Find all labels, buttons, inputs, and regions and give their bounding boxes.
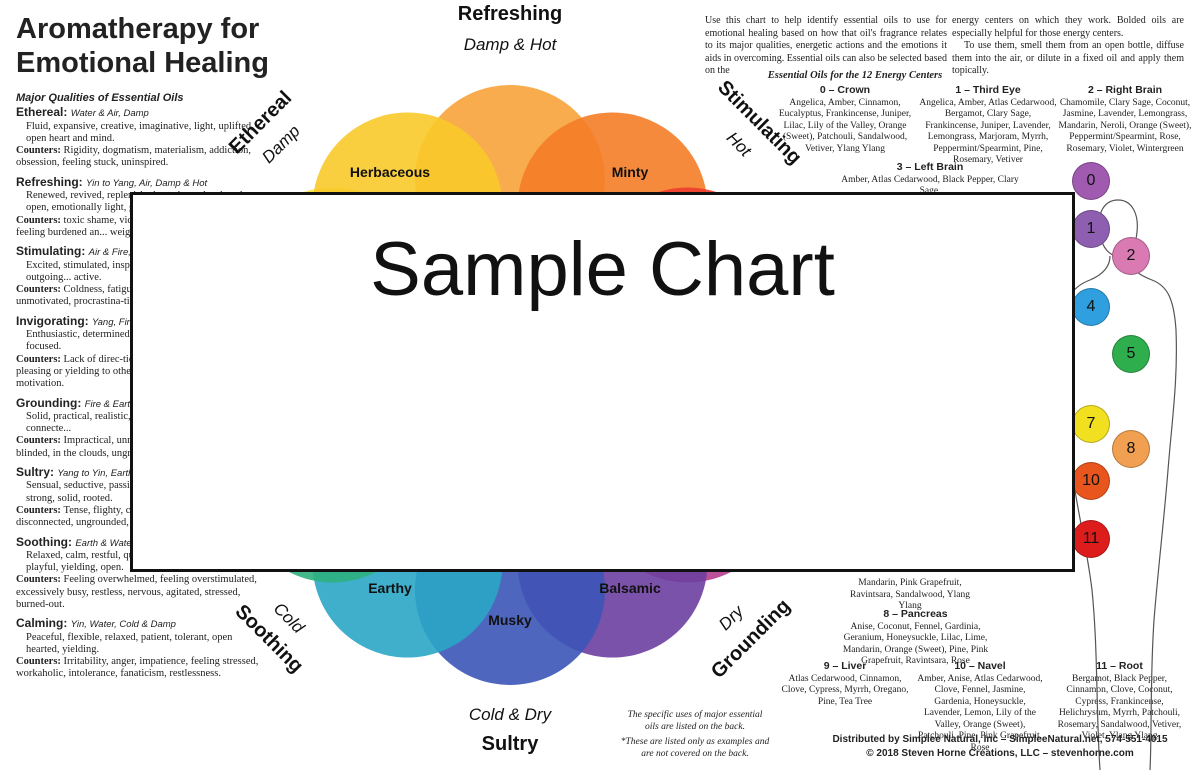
quality-description: Excited, stimulated, inspire... motivate… <box>26 259 233 283</box>
wheel-quality-label: Cold & Dry <box>469 705 553 724</box>
wheel-outer-label: Sultry <box>482 733 540 755</box>
wheel-quality-label: Hot <box>723 128 756 161</box>
quality-name: Soothing: <box>16 534 76 549</box>
energy-center-circle: 7 <box>1072 405 1110 443</box>
counters-label: Counters: <box>16 574 64 586</box>
note-2: *These are listed only as examples and a… <box>620 737 770 759</box>
center-3-oils: Amber, Atlas Cedarwood, Black Pepper, Cl… <box>841 174 1019 197</box>
quality-name: Ethereal: <box>16 105 71 120</box>
energy-center-circle: 11 <box>1072 520 1110 558</box>
quality-subtitle: Yang to Yin, Earth, Dry &... <box>57 468 171 480</box>
quality-description: Fluid, expansive, creative, imaginative,… <box>26 120 254 144</box>
quality-subtitle: Air & Fire, Hot <box>88 247 149 259</box>
counters-label: Counters: <box>16 284 64 296</box>
sample-overlay-text: Sample Chart <box>370 227 835 312</box>
quality-name: Grounding: <box>16 395 85 410</box>
wheel-petal-label: Minty <box>612 164 649 180</box>
quality-name: Stimulating: <box>16 244 89 259</box>
center-10: 10 – Navel Amber, Anise, Atlas Cedarwood… <box>915 660 1045 754</box>
energy-center-circle: 4 <box>1072 288 1110 326</box>
center-1: 1 – Third Eye Angelica, Amber, Atlas Ced… <box>918 84 1058 167</box>
center-11-oils: Bergamot, Black Pepper, Cinnamon, Clove,… <box>1057 673 1182 742</box>
intro-text-continued: energy centers on which they work. Bolde… <box>952 15 1184 78</box>
counters-label: Counters: <box>16 214 64 226</box>
center-1-oils: Angelica, Amber, Atlas Cedarwood, Bergam… <box>919 97 1057 166</box>
title-line-1: Aromatherapy for <box>16 13 260 45</box>
center-11: 11 – Root Bergamot, Black Pepper, Cinnam… <box>1052 660 1187 743</box>
center-7-partial: Mandarin, Pink Grapefruit, Ravintsara, S… <box>850 578 970 611</box>
intro-p2a: energy centers on which they work. Bolde… <box>952 15 1184 39</box>
center-8-heading: 8 – Pancreas <box>883 608 948 620</box>
quality-name: Invigorating: <box>16 313 92 328</box>
center-2-oils: Chamomile, Clary Sage, Coconut, Jasmine,… <box>1058 97 1192 154</box>
wheel-quality-label: Damp & Hot <box>464 35 558 54</box>
energy-center-circle: 5 <box>1112 335 1150 373</box>
center-10-heading: 10 – Navel <box>954 660 1006 672</box>
center-0-heading: 0 – Crown <box>819 84 871 96</box>
quality-subtitle: Yin to Yang, Air, Damp & Hot <box>86 177 208 189</box>
counters-text: Feeling overwhelmed, feeling overstimula… <box>16 574 257 610</box>
page-title: Aromatherapy for Emotional Healing <box>16 12 276 80</box>
quality-subtitle: Earth & Water, Cold <box>75 537 160 549</box>
intro-text: Use this chart to help identify essentia… <box>705 15 947 76</box>
energy-center-circle: 2 <box>1112 237 1150 275</box>
footer-line-1: Distributed by Simplee Natural, Inc – Si… <box>832 734 1168 745</box>
quality-subtitle: Fire & Earth, Dry <box>84 398 156 410</box>
center-11-heading: 11 – Root <box>1096 660 1143 672</box>
center-9-oils: Atlas Cedarwood, Cinnamon, Clove, Cypres… <box>781 673 909 707</box>
title-line-2: Emotional Healing <box>16 47 269 79</box>
center-3-heading: 3 – Left Brain <box>896 161 964 173</box>
counters-text: Irritability, anger, impatience, feeling… <box>16 656 259 680</box>
counters-label: Counters: <box>16 656 64 668</box>
energy-center-circle: 8 <box>1112 430 1150 468</box>
wheel-petal-label: Herbaceous <box>350 164 430 180</box>
center-9-heading: 9 – Liver <box>823 660 867 672</box>
counters-label: Counters: <box>16 145 64 157</box>
quality-subtitle: Water & Air, Damp <box>70 108 149 120</box>
center-8: 8 – Pancreas Anise, Coconut, Fennel, Gar… <box>838 608 993 668</box>
qualities-heading: Major Qualities of Essential Oils <box>16 92 184 104</box>
counters-label: Counters: <box>16 435 64 447</box>
wheel-quality-label: Dry <box>715 601 748 634</box>
note-1: The specific uses of major essential oil… <box>627 710 763 732</box>
footer-line-2: © 2018 Steven Horne Creations, LLC – ste… <box>866 748 1134 759</box>
footer: Distributed by Simplee Natural, Inc – Si… <box>820 733 1180 761</box>
quality-name: Refreshing: <box>16 174 87 189</box>
counters-text: Rigidity, dogmatism, materialism, addict… <box>16 145 251 169</box>
energy-center-circle: 1 <box>1072 210 1110 248</box>
quality-name: Calming: <box>16 616 71 631</box>
intro-p2b: To use them, smell them from an open bot… <box>952 40 1184 76</box>
center-0-oils: Angelica, Amber, Cinnamon, Eucalyptus, F… <box>778 97 912 154</box>
wheel-petal-label: Balsamic <box>599 580 661 596</box>
energy-center-circle: 10 <box>1072 462 1110 500</box>
sample-overlay-box <box>130 192 1075 572</box>
notes: The specific uses of major essential oil… <box>620 710 770 760</box>
quality-subtitle: Yin, Water, Cold & Damp <box>70 619 176 631</box>
center-2-heading: 2 – Right Brain <box>1087 84 1163 96</box>
energy-center-circle: 0 <box>1072 162 1110 200</box>
counters-label: Counters: <box>16 504 64 516</box>
center-8-oils: Anise, Coconut, Fennel, Gardinia, Gerani… <box>842 621 989 667</box>
energy-centers-title: Essential Oils for the 12 Energy Centers <box>767 70 943 81</box>
counters-label: Counters: <box>16 353 64 365</box>
wheel-petal-label: Musky <box>488 612 532 628</box>
quality-description: Peaceful, flexible, relaxed, patient, to… <box>26 631 233 655</box>
center-0: 0 – Crown Angelica, Amber, Cinnamon, Euc… <box>770 84 920 155</box>
quality-name: Sultry: <box>16 465 58 480</box>
center-3: 3 – Left Brain Amber, Atlas Cedarwood, B… <box>835 161 1025 198</box>
center-9: 9 – Liver Atlas Cedarwood, Cinnamon, Clo… <box>780 660 910 708</box>
center-1-heading: 1 – Third Eye <box>955 84 1021 96</box>
wheel-outer-label: Refreshing <box>458 3 562 25</box>
center-2: 2 – Right Brain Chamomile, Clary Sage, C… <box>1055 84 1195 155</box>
center-10-oils: Amber, Anise, Atlas Cedarwood, Clove, Fe… <box>917 673 1043 753</box>
wheel-petal-label: Earthy <box>368 580 412 596</box>
